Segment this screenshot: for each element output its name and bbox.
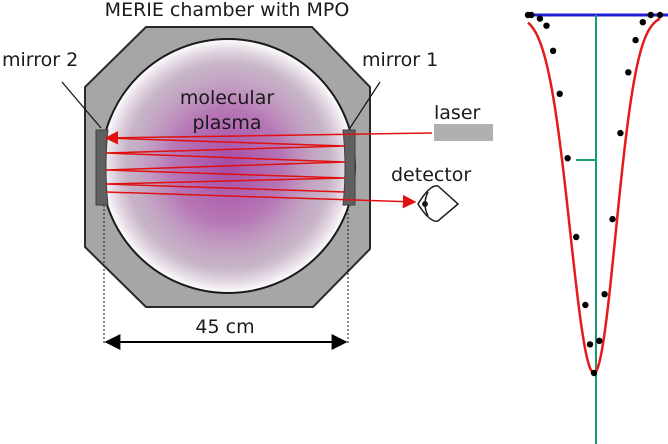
profile-plot: [524, 11, 668, 444]
data-point: [564, 155, 571, 162]
data-point: [632, 36, 639, 44]
fit-curve: [527, 17, 661, 375]
data-point: [543, 22, 550, 29]
laser-beam-path: [104, 131, 433, 209]
data-point: [590, 369, 598, 377]
data-points: [524, 11, 664, 377]
data-point: [596, 337, 603, 344]
mirror-2: [95, 129, 109, 206]
data-point: [609, 215, 616, 223]
mirror-2-label: mirror 2: [2, 49, 78, 71]
diagram-title: MERIE chamber with MPO: [105, 0, 350, 21]
data-point: [573, 233, 580, 241]
data-point: [536, 15, 544, 22]
mirror-1: [342, 129, 356, 206]
dimension-label: 45 cm: [195, 316, 254, 338]
laser-label: laser: [434, 102, 481, 124]
data-point: [617, 129, 624, 137]
data-point: [656, 11, 664, 19]
data-point: [647, 11, 654, 19]
chamber-diagram: MERIE chamber with MPO molecular plasma …: [2, 0, 493, 350]
detector-label: detector: [391, 164, 471, 186]
data-point: [528, 11, 535, 19]
data-point: [639, 19, 646, 26]
laser-source-icon: [434, 124, 493, 141]
data-point: [586, 341, 594, 348]
mirror-2-leader: [61, 81, 102, 129]
mirror-1-leader: [349, 81, 381, 129]
plasma-label-line1: molecular: [180, 87, 275, 109]
mirror-1-label: mirror 1: [362, 49, 438, 71]
plasma-label-line2: plasma: [192, 112, 261, 134]
data-point: [625, 69, 632, 76]
data-point: [556, 90, 563, 98]
data-point: [601, 291, 608, 298]
data-point: [582, 301, 589, 309]
eye-detector-icon: [417, 185, 460, 222]
data-point: [549, 47, 557, 54]
